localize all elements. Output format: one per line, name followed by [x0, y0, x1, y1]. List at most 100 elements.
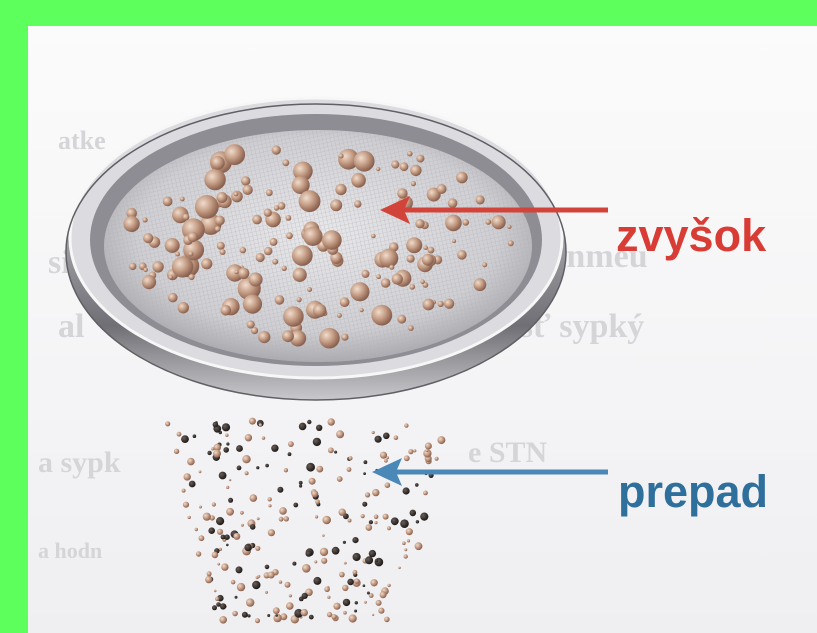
passed-particle	[177, 432, 182, 437]
passed-particle	[394, 435, 399, 440]
passed-particle	[347, 467, 352, 472]
passed-particle	[212, 605, 217, 610]
retained-particle	[143, 233, 153, 243]
retained-particle	[391, 160, 399, 168]
passed-particle	[420, 513, 428, 521]
passed-particle	[273, 607, 280, 614]
passed-particle	[380, 452, 387, 459]
passed-particle	[213, 422, 219, 428]
retained-particle	[217, 242, 225, 250]
passed-particle	[207, 451, 211, 455]
retained-particle	[371, 305, 392, 326]
passed-particle	[352, 537, 358, 543]
passed-particle	[288, 441, 294, 447]
passed-particle	[334, 451, 337, 454]
passed-particle	[245, 434, 252, 441]
retained-particle	[485, 219, 491, 225]
retained-particle	[330, 199, 342, 211]
passed-particle	[404, 548, 407, 551]
retained-particle	[252, 215, 262, 225]
label-retained: zvyšok	[616, 210, 766, 262]
passed-particle	[336, 430, 344, 438]
retained-particle	[354, 151, 375, 172]
passed-particle	[415, 542, 423, 550]
retained-particle	[322, 230, 342, 250]
passed-particle	[182, 489, 186, 493]
retained-particle	[124, 216, 140, 232]
passed-particle	[423, 491, 428, 496]
retained-particle	[423, 245, 428, 250]
retained-particle	[350, 282, 369, 301]
passed-particle	[322, 534, 325, 537]
passed-particle	[262, 436, 265, 439]
passed-particle	[353, 553, 361, 561]
passed-particle	[378, 608, 384, 614]
passed-particle	[339, 509, 346, 516]
passed-particle	[236, 566, 243, 573]
passed-particle	[250, 524, 256, 530]
retained-particle	[240, 247, 246, 253]
passed-particle	[315, 515, 318, 518]
passed-particle	[331, 614, 336, 619]
passed-particle	[236, 445, 243, 452]
passed-particle	[342, 585, 348, 591]
retained-particle	[371, 234, 376, 239]
passed-particle	[268, 497, 272, 501]
retained-particle	[303, 227, 322, 246]
passed-particle	[314, 560, 317, 563]
retained-particle	[129, 263, 136, 270]
passed-particle	[309, 478, 316, 485]
passed-particle	[279, 517, 284, 522]
retained-particle	[411, 181, 416, 186]
retained-particle	[293, 268, 307, 282]
retained-particle	[217, 192, 228, 203]
retained-particle	[463, 219, 470, 226]
retained-particle	[376, 274, 381, 279]
passed-particle	[375, 558, 384, 567]
passed-particle	[241, 524, 244, 527]
retained-particle	[422, 254, 434, 266]
passed-particle	[221, 535, 226, 540]
passed-particle	[324, 587, 330, 593]
passed-particle	[349, 614, 357, 622]
passed-particle	[195, 528, 198, 531]
retained-particle	[224, 144, 245, 165]
passed-particle	[265, 565, 270, 570]
retained-particle	[445, 215, 462, 232]
retained-particle	[175, 252, 180, 257]
retained-particle	[249, 273, 263, 287]
passed-particle	[188, 516, 191, 519]
retained-particle	[264, 209, 272, 217]
passed-particle	[410, 510, 417, 517]
passed-particle	[385, 482, 391, 488]
retained-particle	[247, 320, 255, 328]
passed-particle	[214, 590, 217, 593]
retained-particle	[283, 159, 290, 166]
passed-particle	[235, 596, 238, 599]
passed-particles	[165, 418, 445, 624]
retained-particle	[415, 219, 424, 228]
passed-particle	[344, 562, 347, 565]
passed-particle	[322, 516, 331, 525]
passed-particle	[369, 550, 376, 557]
passed-particle	[246, 598, 254, 606]
passed-particle	[184, 473, 191, 480]
passed-particle	[187, 458, 195, 466]
retained-particle	[379, 249, 398, 268]
passed-particle	[363, 584, 366, 587]
passed-particle	[416, 520, 419, 523]
passed-particle	[231, 580, 236, 585]
passed-particle	[404, 455, 410, 461]
passed-particle	[257, 575, 260, 578]
passed-particle	[364, 601, 367, 604]
passed-particle	[309, 615, 314, 620]
passed-particle	[348, 519, 352, 523]
passed-particle	[205, 576, 212, 583]
passed-particle	[400, 519, 409, 528]
passed-particle	[242, 455, 250, 463]
retained-particle	[339, 154, 344, 159]
retained-particle	[235, 270, 239, 274]
retained-particle	[335, 184, 346, 195]
passed-particle	[211, 447, 214, 450]
passed-particle	[384, 617, 390, 623]
